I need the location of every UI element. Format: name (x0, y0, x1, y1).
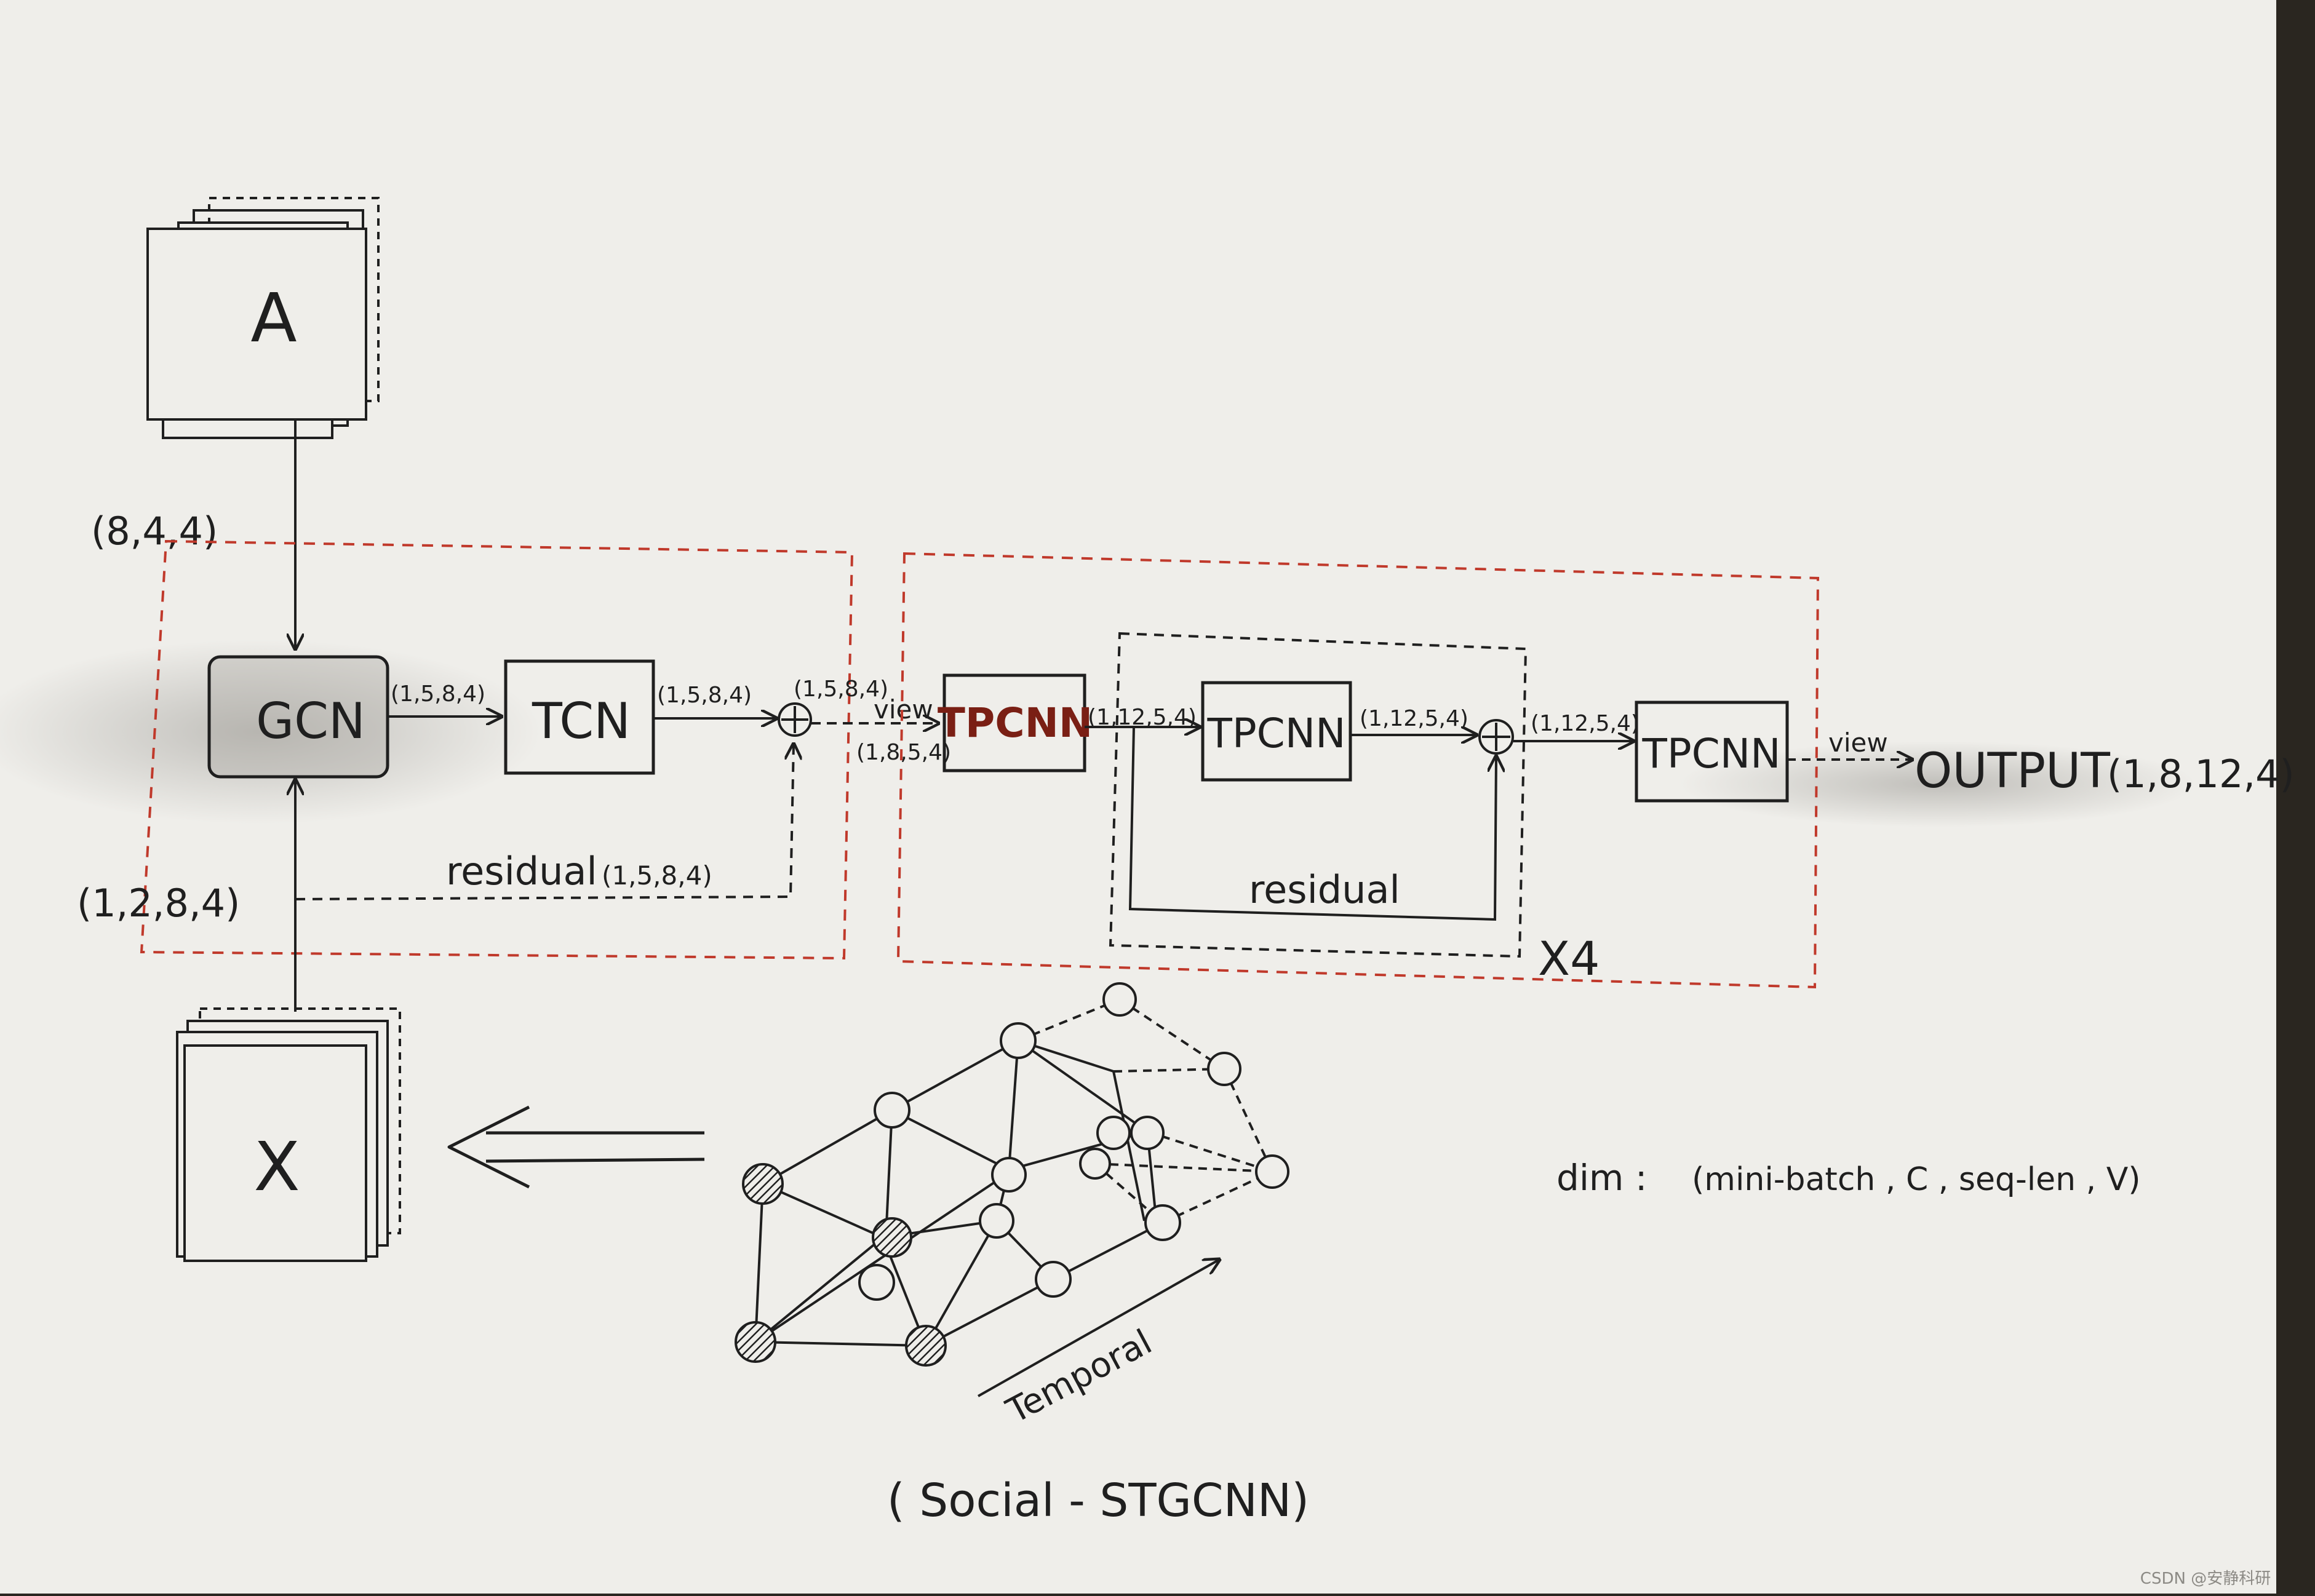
smudge-left (0, 640, 541, 824)
sum-out-shape: (1,5,8,4) (794, 677, 888, 702)
gcn-label: GCN (256, 693, 365, 750)
tcn-label: TCN (532, 693, 631, 750)
graph-to-x-arrow (447, 1105, 705, 1189)
residual-shape-spatial: (1,5,8,4) (602, 860, 712, 891)
tpcnn-first-out-shape: (1,12,5,4) (1088, 705, 1197, 730)
spatiotemporal-graph (735, 982, 1289, 1397)
spatial-block-frame (140, 539, 854, 960)
dim-note-label: dim : (1556, 1157, 1647, 1199)
residual-label-tpcnn: residual (1249, 867, 1400, 912)
adjacency-shape: (8,4,4) (91, 509, 218, 554)
tpcnn-inner-block (1201, 681, 1352, 782)
tpcnn-last-label: TPCNN (1642, 730, 1781, 777)
tpcnn-first-block (942, 673, 1086, 772)
diagram-caption: ( Social - STGCNN) (887, 1474, 1309, 1527)
tpcnn-last-block (1635, 701, 1789, 803)
output-label: OUTPUT (1915, 744, 2110, 799)
residual-path-tpcnn (1128, 726, 1496, 921)
repeat-label: X4 (1538, 931, 1600, 986)
view-1-shape: (1,8,5,4) (856, 740, 951, 765)
view-2-label: view (1828, 728, 1888, 758)
tpcnn-sum-out-shape: (1,12,5,4) (1531, 711, 1640, 736)
smudge-right (1679, 741, 2196, 827)
gcn-to-tcn-shape: (1,5,8,4) (391, 681, 485, 707)
tpcnn-inner-out-shape: (1,12,5,4) (1360, 706, 1468, 731)
dim-note-value: (mini-batch , C , seq-len , V) (1692, 1161, 2141, 1198)
output-shape: (1,8,12,4) (2107, 752, 2295, 796)
watermark: CSDN @安静科研 (2140, 1570, 2271, 1588)
features-shape: (1,2,8,4) (77, 881, 240, 926)
tcn-out-shape: (1,5,8,4) (657, 683, 752, 708)
adjacency-stack (146, 197, 380, 439)
tpcnn-inner-label: TPCNN (1207, 710, 1346, 757)
tpcnn-first-label: TPCNN (938, 699, 1093, 747)
tpcnn-block-frame (896, 552, 1820, 989)
features-label: X (253, 1127, 300, 1206)
features-stack (176, 1007, 401, 1262)
adjacency-label: A (250, 279, 297, 357)
sum-node-tpcnn (1478, 719, 1514, 755)
inner-repeat-frame (1109, 632, 1528, 958)
residual-label-spatial: residual (446, 849, 597, 894)
sum-node-spatial (778, 702, 812, 737)
